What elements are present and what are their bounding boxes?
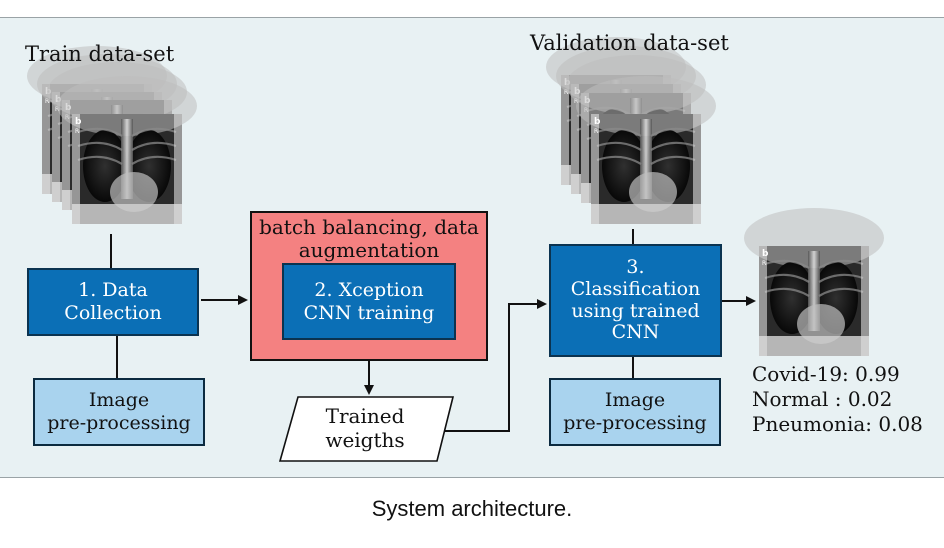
step3-classification: 3. Classification using trained CNN [549, 244, 722, 357]
step2-xception-training: 2. Xception CNN training [282, 263, 456, 340]
trained-weights-label: Trained weigths [325, 404, 405, 452]
step2-outer-label: batch balancing, data augmentation [259, 215, 479, 262]
step3-preprocessing: Image pre-processing [549, 378, 721, 446]
result-normal: Normal : 0.02 [752, 387, 893, 411]
step1-data-collection: 1. Data Collection [27, 268, 199, 336]
connectors [110, 229, 756, 432]
output-xray-icon [742, 206, 886, 358]
result-covid: Covid-19: 0.99 [752, 362, 900, 386]
step1-preprocessing: Image pre-processing [33, 378, 205, 446]
result-pneumonia: Pneumonia: 0.08 [752, 412, 923, 436]
figure-caption: System architecture. [371, 496, 573, 521]
train-dataset-title: Train data-set [25, 42, 175, 66]
validation-dataset-title: Validation data-set [530, 31, 729, 55]
train-xray-stack-icon [25, 44, 199, 226]
validation-xray-stack-icon [544, 35, 718, 226]
trained-weights-shape [278, 396, 455, 462]
